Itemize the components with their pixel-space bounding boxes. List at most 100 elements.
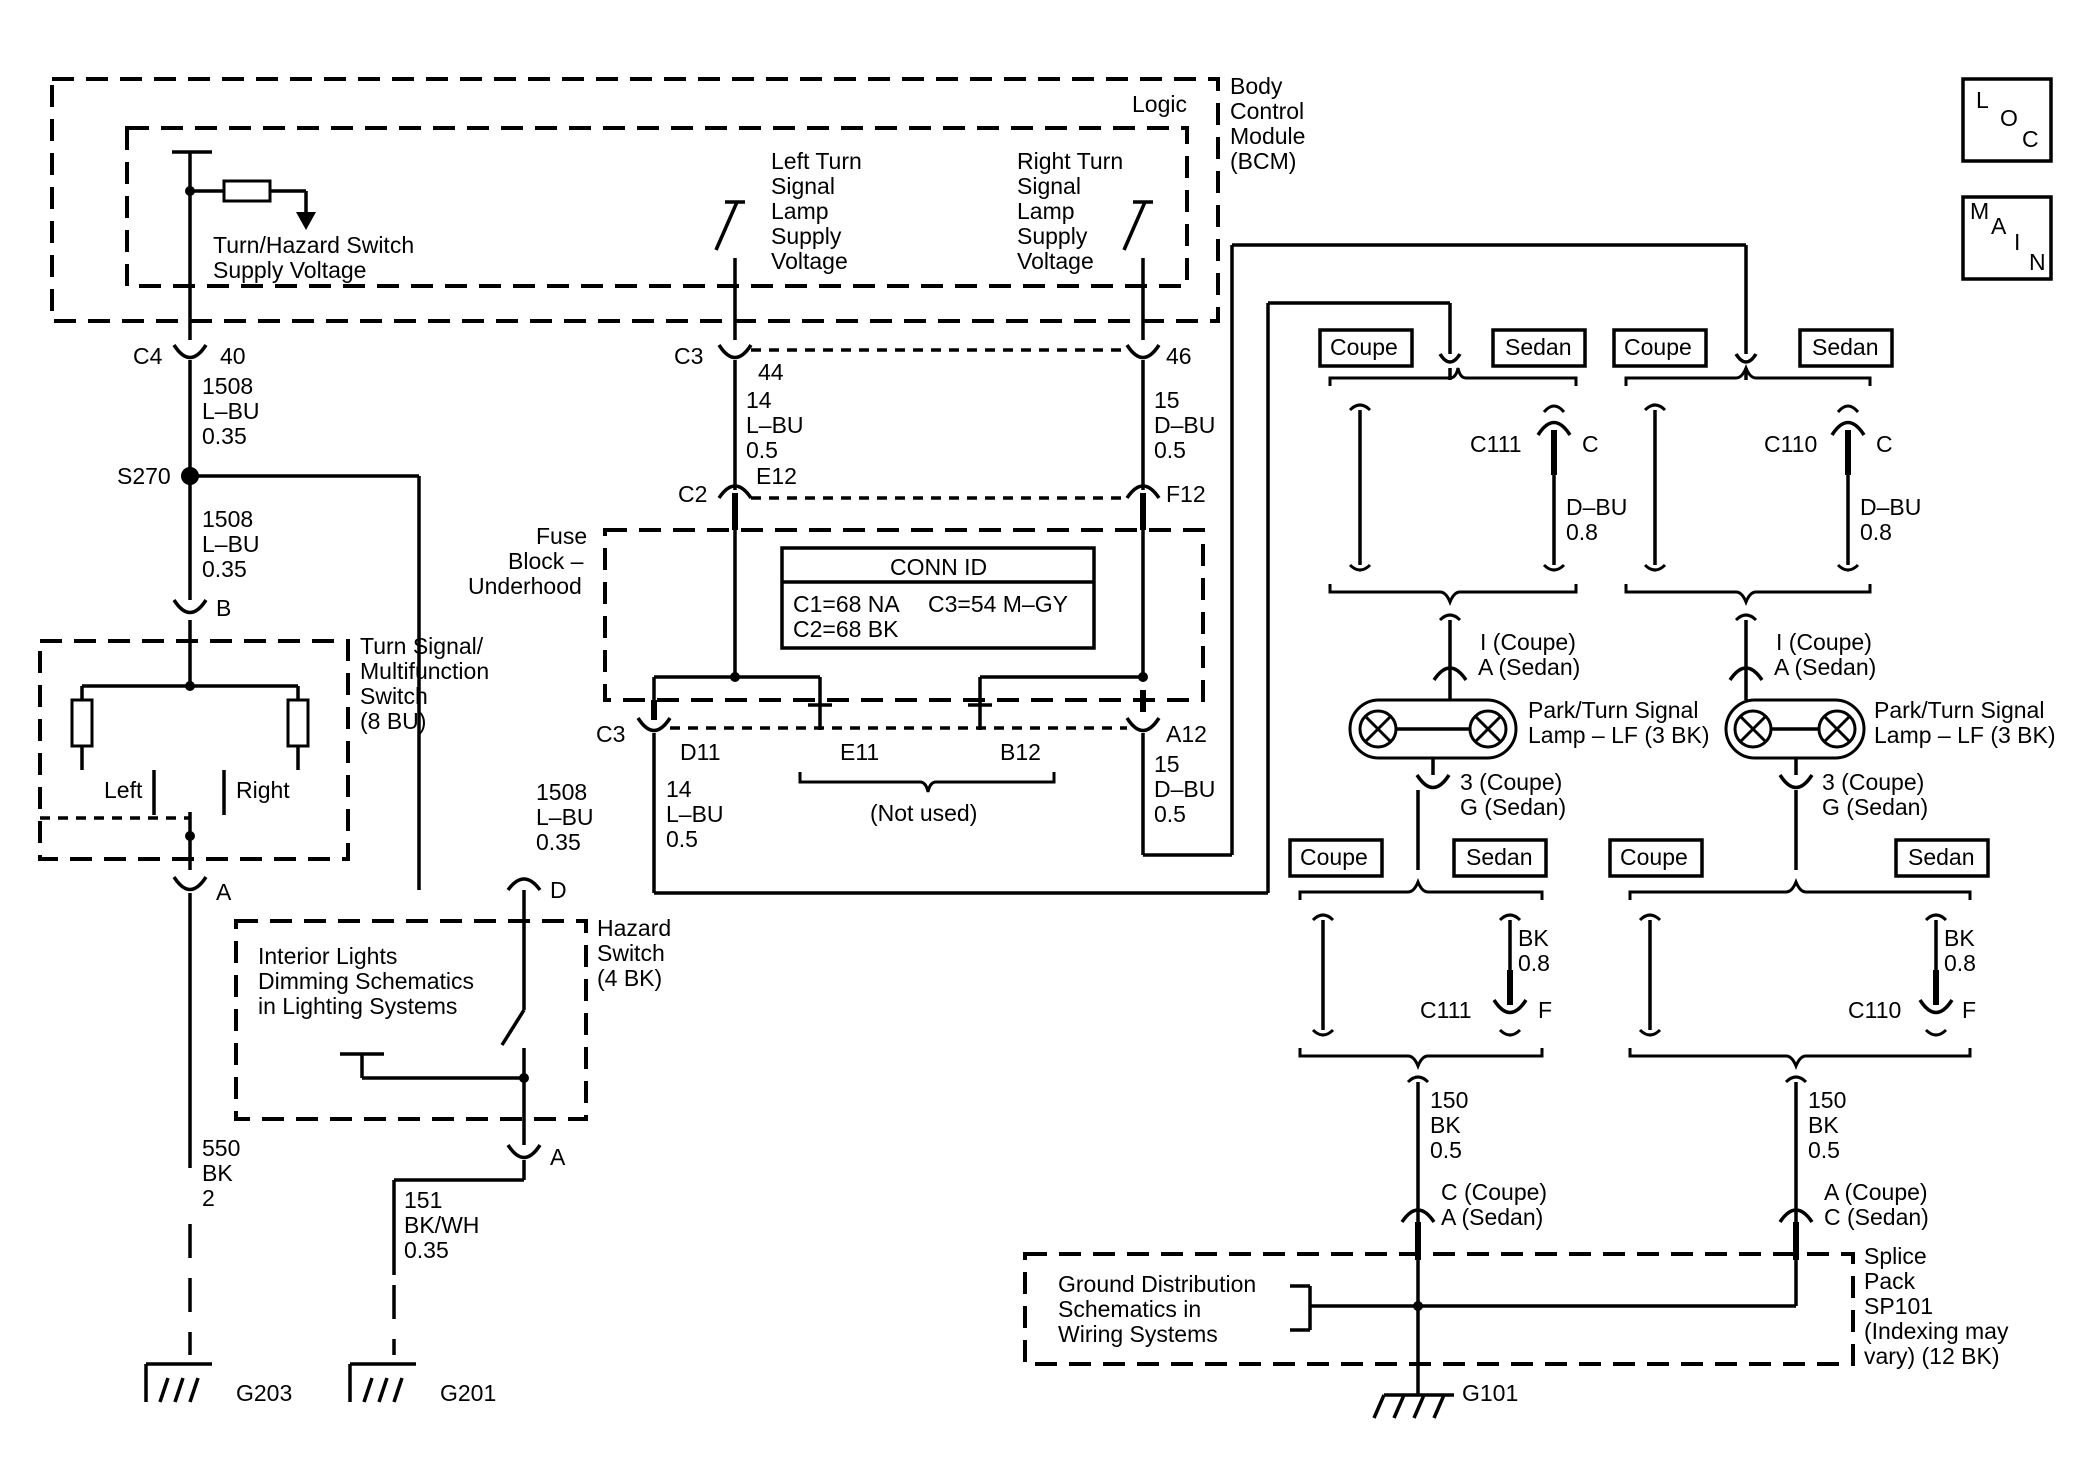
svg-text:(Indexing may: (Indexing may [1864,1318,2009,1344]
svg-text:Dimming Schematics: Dimming Schematics [258,968,474,994]
svg-text:BK: BK [1808,1112,1839,1138]
svg-text:Turn/Hazard Switch: Turn/Hazard Switch [213,232,414,258]
svg-text:F: F [1538,997,1552,1023]
svg-text:Underhood: Underhood [468,573,582,599]
main-button[interactable]: M A I N [1961,195,2053,281]
connector-c2: C2 E12 F12 [678,463,1206,530]
svg-text:Schematics in: Schematics in [1058,1296,1201,1322]
svg-text:Interior Lights: Interior Lights [258,943,397,969]
wire-label-550: 550 BK 2 [202,1135,240,1211]
svg-text:C: C [2022,126,2039,152]
svg-text:D–BU: D–BU [1154,776,1215,802]
svg-text:G201: G201 [440,1380,496,1406]
left-turn-supply: Left Turn Signal Lamp Supply Voltage [714,148,862,340]
svg-text:Module: Module [1230,123,1305,149]
svg-text:151: 151 [404,1187,442,1213]
turn-hazard-supply: Turn/Hazard Switch Supply Voltage [172,150,414,340]
connector-a-switch: A [172,876,232,905]
connector-b: B [172,595,231,621]
svg-text:A: A [216,879,232,905]
svg-text:1508: 1508 [536,779,587,805]
svg-text:0.35: 0.35 [202,423,247,449]
svg-text:0.8: 0.8 [1860,519,1892,545]
svg-text:150: 150 [1430,1087,1468,1113]
conn-id-box: CONN ID C1=68 NA C3=54 M–GY C2=68 BK [780,546,1096,650]
svg-text:0.35: 0.35 [536,829,581,855]
wire-label-1508-c: 1508 L–BU 0.35 [536,779,594,855]
lamp-label-1: Park/Turn Signal Lamp – LF (3 BK) [1528,697,1710,748]
svg-text:C110: C110 [1848,997,1901,1023]
svg-text:Sedan: Sedan [1505,334,1572,360]
svg-text:G (Sedan): G (Sedan) [1822,794,1928,820]
wire-label-15-top: 15 D–BU 0.5 [1154,387,1215,463]
splice-pack-label: Splice Pack SP101 (Indexing may vary) (1… [1864,1243,2009,1369]
svg-text:I: I [2014,229,2020,255]
svg-text:A: A [1991,213,2007,239]
ground-distribution-note: Ground Distribution Schematics in Wiring… [1058,1271,1256,1347]
right-turn-supply: Right Turn Signal Lamp Supply Voltage [1017,148,1153,340]
svg-text:Wiring Systems: Wiring Systems [1058,1321,1218,1347]
connector-c111-top: C111 C [1470,404,1599,572]
svg-text:C111: C111 [1420,997,1472,1023]
svg-text:Signal: Signal [771,173,835,199]
svg-text:D–BU: D–BU [1566,494,1627,520]
variant-sedan-2: Sedan [1452,838,1548,878]
svg-text:M: M [1970,198,1989,224]
svg-text:Signal: Signal [1017,173,1081,199]
fuse-block-label: Fuse Block – Underhood [468,523,587,599]
svg-text:C2=68 BK: C2=68 BK [793,616,899,642]
svg-text:15: 15 [1154,387,1180,413]
wire-label-14-top: 14 L–BU 0.5 [746,387,804,463]
svg-text:150: 150 [1808,1087,1846,1113]
loc-button[interactable]: L O C [1961,77,2053,163]
svg-text:O: O [2000,105,2018,131]
variant-sedan-4: Sedan [1894,838,1990,878]
svg-text:C4: C4 [133,343,163,369]
hazard-switch-outline [234,919,588,1121]
svg-text:1508: 1508 [202,506,253,532]
variant-coupe-1: Coupe [1318,328,1414,368]
splice-pin-right: A (Coupe) C (Sedan) [1778,1179,1929,1230]
svg-text:G (Sedan): G (Sedan) [1460,794,1566,820]
svg-text:L–BU: L–BU [746,412,804,438]
svg-text:Left Turn: Left Turn [771,148,862,174]
svg-text:E11: E11 [840,739,879,765]
svg-text:C (Coupe): C (Coupe) [1441,1179,1547,1205]
svg-text:0.5: 0.5 [1154,801,1186,827]
variant-coupe-4: Coupe [1608,838,1704,878]
svg-text:Lamp – LF (3 BK): Lamp – LF (3 BK) [1528,722,1710,748]
connector-c111-bottom: C111 F [1420,913,1552,1037]
svg-text:Sedan: Sedan [1908,844,1975,870]
svg-text:C2: C2 [678,481,707,507]
svg-text:L–BU: L–BU [202,531,260,557]
hazard-switch-note: Interior Lights Dimming Schematics in Li… [258,943,474,1019]
svg-text:B12: B12 [1000,739,1041,765]
svg-text:C: C [1582,431,1599,457]
turn-signal-switch-outline [38,639,350,861]
svg-text:D–BU: D–BU [1860,494,1921,520]
svg-text:A (Sedan): A (Sedan) [1478,654,1580,680]
svg-text:Supply: Supply [771,223,842,249]
svg-text:0.5: 0.5 [1154,437,1186,463]
svg-text:CONN ID: CONN ID [890,554,987,580]
svg-text:BK: BK [1944,925,1975,951]
svg-text:Left: Left [104,777,143,803]
lamp-pin-top-2: I (Coupe) A (Sedan) [1728,629,1876,682]
park-turn-lamp-lf-1 [1348,698,1518,760]
bcm-logic-label: Logic [1132,91,1187,117]
svg-text:BK/WH: BK/WH [404,1212,479,1238]
svg-text:Pack: Pack [1864,1268,1916,1294]
wire-label-151: 151 BK/WH 0.35 [404,1187,479,1263]
svg-text:Supply Voltage: Supply Voltage [213,257,366,283]
svg-text:C1=68 NA: C1=68 NA [793,591,900,617]
svg-text:40: 40 [220,343,246,369]
lamp-pin-bottom-1: 3 (Coupe) G (Sedan) [1415,758,1566,820]
svg-text:(4 BK): (4 BK) [597,965,662,991]
bcm-logic-outline [125,126,1189,288]
ground-g203: G203 [144,1362,292,1406]
svg-text:1508: 1508 [202,373,253,399]
svg-text:E12: E12 [756,463,797,489]
svg-text:46: 46 [1166,343,1192,369]
svg-text:Voltage: Voltage [771,248,848,274]
turn-signal-switch-label: Turn Signal/ Multifunction Switch (8 BU) [360,633,489,734]
